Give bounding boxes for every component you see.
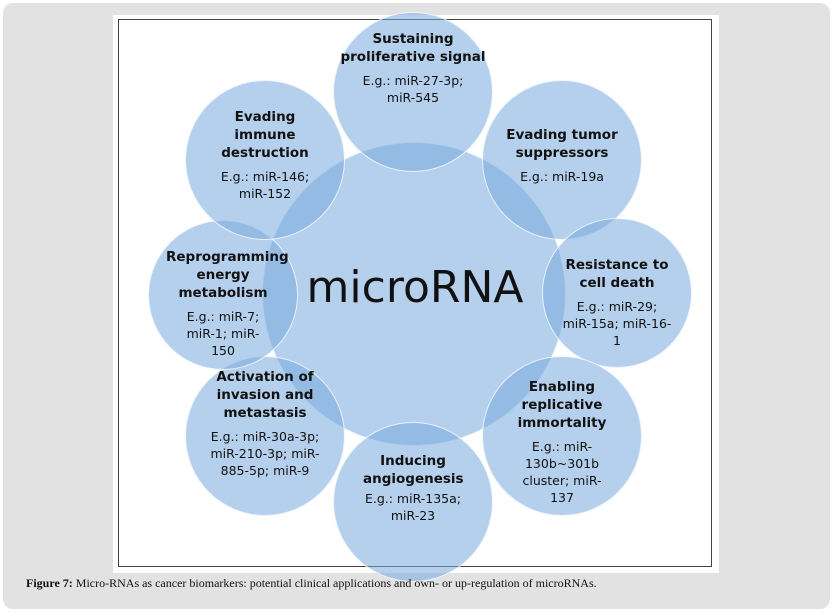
node-title: Reprogramming energy metabolism xyxy=(166,249,289,301)
node-example: E.g.: miR-7; miR-1; miR-150 xyxy=(186,309,260,358)
node-metabolism: Reprogramming energy metabolism E.g.: mi… xyxy=(148,248,298,359)
node-example: E.g.: miR-30a-3p; miR-210-3p; miR-885-5p… xyxy=(210,429,320,478)
circle-cell-death xyxy=(542,218,692,368)
node-angiogenesis: Inducing angiogenesis E.g.: miR-135a; mi… xyxy=(338,452,488,524)
node-example: E.g.: miR-130b~301b cluster; miR-137 xyxy=(522,439,602,505)
node-title: Activation of invasion and metastasis xyxy=(216,369,314,421)
node-proliferative: Sustaining proliferative signal E.g.: mi… xyxy=(338,30,488,106)
node-title: Enabling replicative immortality xyxy=(517,379,607,431)
circle-immortality xyxy=(482,356,642,516)
node-example: E.g.: miR-135a; miR-23 xyxy=(364,491,462,523)
node-example: E.g.: miR-29; miR-15a; miR-16-1 xyxy=(562,299,672,348)
node-title: Evading tumor suppressors xyxy=(506,127,618,161)
circle-proliferative xyxy=(333,12,493,172)
node-title: Sustaining proliferative signal xyxy=(340,31,486,65)
node-immortality: Enabling replicative immortality E.g.: m… xyxy=(487,378,637,506)
node-example: E.g.: miR-27-3p; miR-545 xyxy=(362,73,464,105)
circle-angiogenesis xyxy=(333,422,493,582)
circle-tumor-suppressors xyxy=(482,80,642,240)
figure-caption: Figure 7: Micro-RNAs as cancer biomarker… xyxy=(26,576,597,591)
caption-label: Figure 7: xyxy=(26,576,73,590)
node-example: E.g.: miR-19a xyxy=(520,169,604,184)
node-title: Inducing angiogenesis xyxy=(363,453,464,487)
node-title: Resistance to cell death xyxy=(565,257,669,291)
node-immune: Evading immune destruction E.g.: miR-146… xyxy=(190,108,340,202)
node-tumor-suppressors: Evading tumor suppressors E.g.: miR-19a xyxy=(487,126,637,185)
circle-immune xyxy=(185,80,345,240)
node-example: E.g.: miR-146; miR-152 xyxy=(220,169,310,201)
node-metastasis: Activation of invasion and metastasis E.… xyxy=(190,368,340,479)
node-title: Evading immune destruction xyxy=(221,109,309,161)
center-label: microRNA xyxy=(306,262,524,313)
caption-text: Micro-RNAs as cancer biomarkers: potenti… xyxy=(72,576,597,590)
node-cell-death: Resistance to cell death E.g.: miR-29; m… xyxy=(542,256,692,349)
